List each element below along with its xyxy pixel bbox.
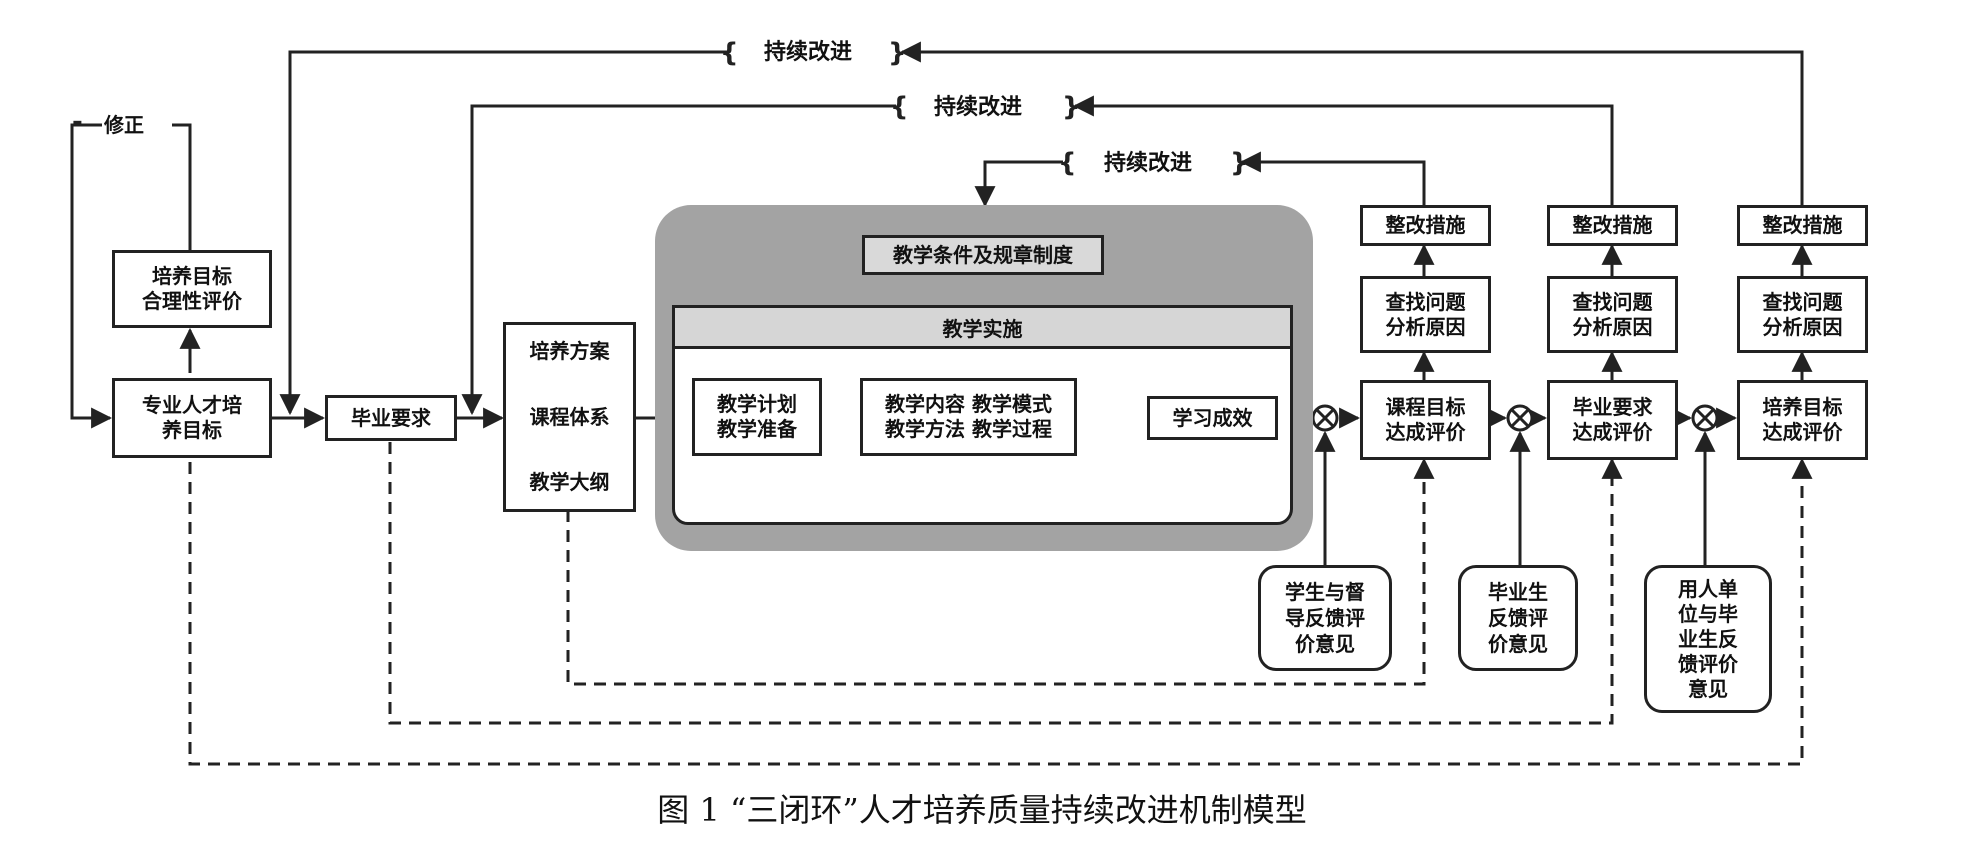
- goal-rationality-text: 培养目标 合理性评价: [142, 264, 242, 313]
- find-problem-text: 查找问题 分析原因: [1385, 289, 1466, 339]
- dashed-feedback-talent-goal: [188, 442, 1813, 766]
- student-feedback-box: 学生与督 导反馈评 价意见: [1258, 565, 1392, 671]
- svg-text:-: -: [72, 107, 83, 137]
- graduate-feedback-text: 毕业生 反馈评 价意见: [1488, 580, 1548, 656]
- inner-loop-label: 持续改进: [1104, 151, 1193, 176]
- teaching-plan-text: 教学计划 教学准备: [717, 392, 797, 441]
- train-goal-eval-box: 培养目标 达成评价: [1737, 380, 1868, 460]
- svg-text:{: {: [1058, 148, 1077, 178]
- teaching-conditions-box: 教学条件及规章制度: [862, 235, 1104, 275]
- figure-caption: 图 1 “三闭环”人才培养质量持续改进机制模型: [657, 791, 1307, 829]
- middle-loop-label: 持续改进: [934, 95, 1023, 120]
- svg-text:}: }: [888, 38, 907, 68]
- find-problem-box-training: 查找问题 分析原因: [1737, 276, 1868, 353]
- implementation-title: 教学实施: [942, 316, 1023, 341]
- employer-feedback-box: 用人单 位与毕 业生反 馈评价 意见: [1644, 565, 1772, 713]
- implementation-header: 教学实施: [672, 305, 1293, 349]
- rectify-text: 整改措施: [1572, 213, 1653, 237]
- learning-outcome-text: 学习成效: [1172, 405, 1253, 430]
- grad-req-eval-text: 毕业要求 达成评价: [1572, 395, 1653, 444]
- svg-text:}: }: [1230, 148, 1249, 178]
- outer-loop-line: [899, 41, 1804, 205]
- graduate-feedback-box: 毕业生 反馈评 价意见: [1458, 565, 1578, 671]
- teaching-content-text: 教学内容 教学模式 教学方法 教学过程: [885, 392, 1052, 441]
- plan-stack-box: 培养方案 课程体系 教学大纲: [503, 322, 636, 512]
- junction-symbol: [1691, 404, 1719, 432]
- rectify-text: 整改措施: [1385, 213, 1466, 237]
- svg-text:{: {: [720, 38, 739, 68]
- rectify-box-graduation: 整改措施: [1547, 205, 1678, 246]
- grad-requirement-box: 毕业要求: [325, 395, 457, 441]
- student-feedback-text: 学生与督 导反馈评 价意见: [1285, 580, 1365, 656]
- dashed-feedback-plan: [566, 457, 1435, 686]
- goal-rationality-box: 培养目标 合理性评价: [112, 250, 272, 328]
- syllabus-text: 教学大纲: [529, 470, 610, 494]
- grad-req-eval-box: 毕业要求 达成评价: [1547, 380, 1678, 460]
- rectify-box-course: 整改措施: [1360, 205, 1491, 246]
- teaching-conditions-text: 教学条件及规章制度: [893, 242, 1073, 267]
- svg-text:{: {: [890, 92, 909, 122]
- train-goal-eval-text: 培养目标 达成评价: [1762, 395, 1843, 444]
- junction-symbol: [1311, 404, 1339, 432]
- find-problem-box-course: 查找问题 分析原因: [1360, 276, 1491, 353]
- talent-goal-box: 专业人才培 养目标: [112, 378, 272, 458]
- curriculum-text: 课程体系: [529, 404, 610, 429]
- course-goal-eval-text: 课程目标 达成评价: [1385, 395, 1466, 444]
- employer-feedback-text: 用人单 位与毕 业生反 馈评价 意见: [1678, 576, 1738, 701]
- inner-loop-line: [974, 160, 1063, 208]
- junction-symbol: [1506, 404, 1534, 432]
- middle-loop-line: [461, 104, 896, 416]
- learning-outcome-box: 学习成效: [1147, 396, 1278, 440]
- training-plan-text: 培养方案: [529, 339, 610, 363]
- rectify-box-training: 整改措施: [1737, 205, 1868, 246]
- correction-loop-line: [172, 123, 192, 250]
- correction-loop-line: [70, 123, 113, 429]
- correction-label: 修正: [104, 113, 144, 137]
- talent-goal-text: 专业人才培 养目标: [142, 393, 242, 442]
- inner-loop-line: [1239, 151, 1426, 205]
- teaching-plan-box: 教学计划 教学准备: [692, 378, 822, 456]
- outer-loop-line: [279, 50, 727, 416]
- rectify-text: 整改措施: [1762, 213, 1843, 237]
- find-problem-text: 查找问题 分析原因: [1762, 289, 1843, 339]
- find-problem-text: 查找问题 分析原因: [1572, 289, 1653, 339]
- outer-loop-label: 持续改进: [764, 40, 853, 65]
- dashed-feedback-requirement: [388, 442, 1623, 725]
- course-goal-eval-box: 课程目标 达成评价: [1360, 380, 1491, 460]
- grad-requirement-text: 毕业要求: [351, 405, 431, 430]
- teaching-content-box: 教学内容 教学模式 教学方法 教学过程: [860, 378, 1077, 456]
- svg-text:}: }: [1062, 92, 1081, 122]
- middle-loop-line: [1072, 95, 1614, 205]
- find-problem-box-graduation: 查找问题 分析原因: [1547, 276, 1678, 353]
